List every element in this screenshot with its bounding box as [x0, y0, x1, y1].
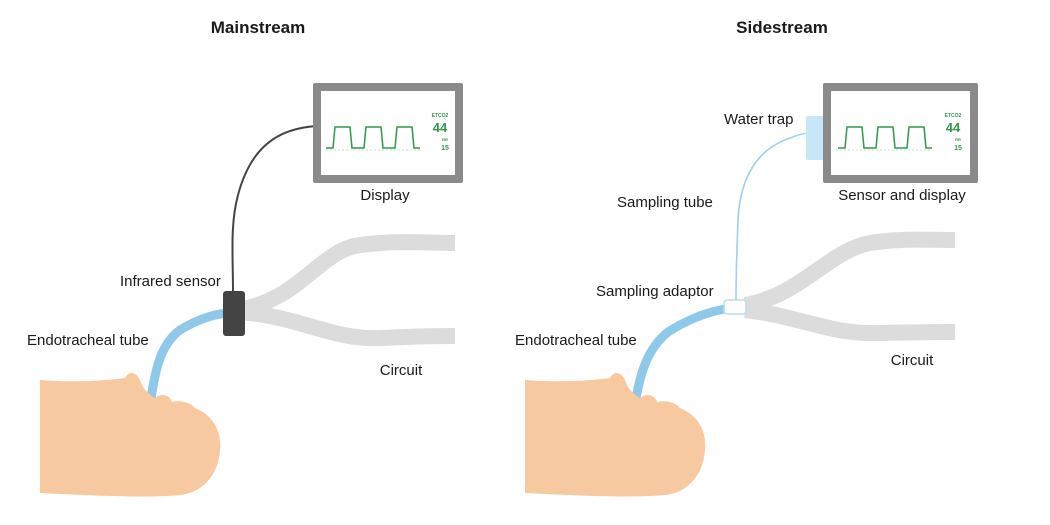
sidestream-panel: Sidestream ETCO2 44 RR 15 Water trap [515, 18, 978, 497]
sampling-adaptor [723, 299, 747, 315]
mainstream-endotracheal-tube [145, 308, 233, 410]
sidestream-monitor-rr-value: 15 [954, 145, 962, 152]
label-infrared-sensor: Infrared sensor [120, 273, 221, 290]
mainstream-monitor-value: 44 [433, 120, 448, 135]
sidestream-monitor-rr-label: RR [955, 137, 961, 142]
mainstream-title: Mainstream [211, 18, 305, 37]
sidestream-patient-head [525, 373, 706, 497]
sidestream-circuit [743, 231, 956, 342]
mainstream-monitor-rr-label: RR [442, 137, 448, 142]
mainstream-monitor: ETCO2 44 RR 15 [313, 83, 463, 183]
sidestream-monitor-header: ETCO2 [945, 113, 962, 119]
label-mainstream-endotracheal-tube: Endotracheal tube [27, 332, 149, 349]
mainstream-sensor-cable [231, 125, 319, 293]
label-sensor-and-display: Sensor and display [838, 187, 966, 204]
mainstream-panel: Mainstream ETCO2 44 RR 15 Display Infrar… [27, 18, 463, 497]
label-mainstream-circuit: Circuit [380, 362, 423, 379]
mainstream-monitor-rr-value: 15 [441, 145, 449, 152]
sidestream-endotracheal-tube [630, 304, 730, 410]
label-sidestream-endotracheal-tube: Endotracheal tube [515, 332, 637, 349]
sidestream-monitor: ETCO2 44 RR 15 [823, 83, 978, 183]
label-sampling-tube: Sampling tube [617, 194, 713, 211]
label-water-trap: Water trap [724, 111, 793, 128]
water-trap [806, 116, 828, 160]
mainstream-monitor-header: ETCO2 [432, 113, 449, 119]
infrared-sensor [223, 291, 245, 336]
mainstream-waveform [326, 126, 420, 149]
label-sidestream-circuit: Circuit [891, 352, 934, 369]
sidestream-waveform [838, 126, 932, 149]
sidestream-monitor-value: 44 [946, 120, 961, 135]
label-display: Display [360, 187, 410, 204]
sampling-tube [735, 132, 811, 303]
mainstream-circuit [236, 234, 456, 347]
label-sampling-adaptor: Sampling adaptor [596, 283, 714, 300]
sidestream-title: Sidestream [736, 18, 828, 37]
mainstream-patient-head [40, 373, 221, 497]
